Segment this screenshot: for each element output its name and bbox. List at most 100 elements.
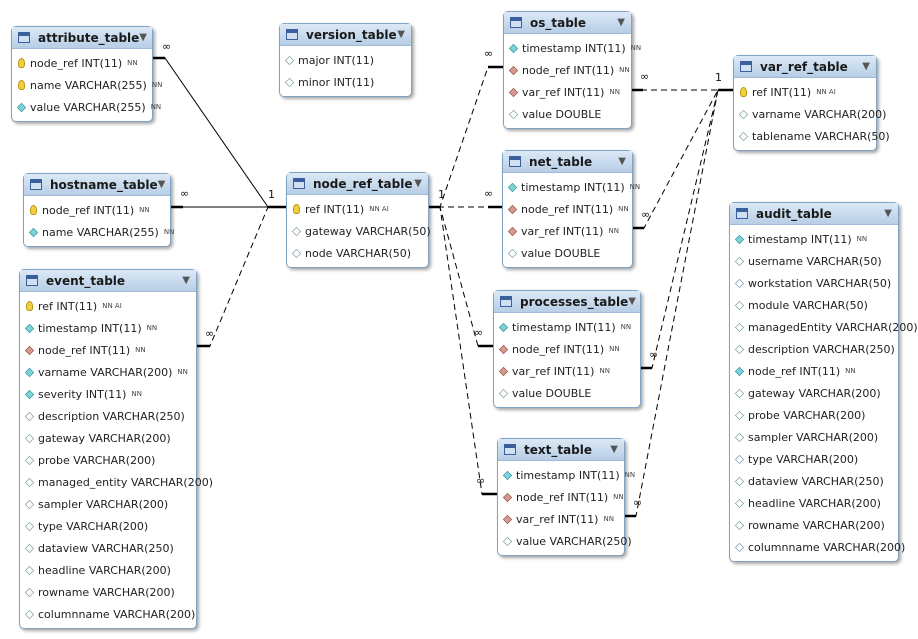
column-row[interactable]: var_ref INT(11)NN	[504, 81, 631, 103]
column-row[interactable]: timestamp INT(11)NN	[20, 317, 196, 339]
column-row[interactable]: node_ref INT(11)NN	[503, 198, 632, 220]
column-row[interactable]: description VARCHAR(250)	[730, 338, 898, 360]
column-row[interactable]: headline VARCHAR(200)	[730, 492, 898, 514]
column-row[interactable]: rowname VARCHAR(200)	[730, 514, 898, 536]
column-row[interactable]: value DOUBLE	[503, 242, 632, 264]
column-row[interactable]: node_ref INT(11)NN	[498, 486, 624, 508]
table-header[interactable]: attribute_table▼	[12, 27, 152, 49]
column-row[interactable]: rowname VARCHAR(200)	[20, 581, 196, 603]
column-row[interactable]: value DOUBLE	[504, 103, 631, 125]
column-row[interactable]: managed_entity VARCHAR(200)	[20, 471, 213, 493]
column-type: INT(11)	[578, 468, 620, 482]
column-row[interactable]: ref INT(11)NN AI	[287, 198, 428, 220]
column-row[interactable]: module VARCHAR(50)	[730, 294, 898, 316]
column-row[interactable]: major INT(11)	[280, 49, 411, 71]
not-null-diamond-icon	[502, 470, 513, 480]
column-row[interactable]: timestamp INT(11)NN	[498, 464, 635, 486]
table-header[interactable]: net_table▼	[503, 151, 632, 173]
table-header[interactable]: hostname_table▼	[24, 174, 170, 196]
column-row[interactable]: node_ref INT(11)NN	[12, 52, 152, 74]
column-row[interactable]: probe VARCHAR(200)	[730, 404, 898, 426]
column-row[interactable]: headline VARCHAR(200)	[20, 559, 196, 581]
column-row[interactable]: columnname VARCHAR(200)	[20, 603, 196, 625]
column-row[interactable]: severity INT(11)NN	[20, 383, 196, 405]
column-row[interactable]: timestamp INT(11)NN	[504, 37, 641, 59]
table-icon	[26, 275, 38, 286]
column-row[interactable]: var_ref INT(11)NN	[498, 508, 624, 530]
column-row[interactable]: managedEntity VARCHAR(200)	[730, 316, 918, 338]
column-row[interactable]: timestamp INT(11)NN	[730, 228, 898, 250]
column-row[interactable]: timestamp INT(11)NN	[503, 176, 640, 198]
column-row[interactable]: sampler VARCHAR(200)	[730, 426, 898, 448]
column-row[interactable]: description VARCHAR(250)	[20, 405, 196, 427]
chevron-down-icon[interactable]: ▼	[610, 444, 618, 455]
table-header[interactable]: os_table▼	[504, 12, 631, 34]
column-row[interactable]: dataview VARCHAR(250)	[730, 470, 898, 492]
chevron-down-icon[interactable]: ▼	[139, 32, 147, 43]
chevron-down-icon[interactable]: ▼	[182, 275, 190, 286]
chevron-down-icon[interactable]: ▼	[397, 29, 405, 40]
column-row[interactable]: ref INT(11)NN AI	[734, 81, 876, 103]
column-flags: NN	[618, 205, 629, 213]
column-row[interactable]: var_ref INT(11)NN	[494, 360, 640, 382]
table-header[interactable]: audit_table▼	[730, 203, 898, 225]
column-row[interactable]: node_ref INT(11)NN	[504, 59, 631, 81]
column-row[interactable]: node_ref INT(11)NN	[20, 339, 196, 361]
column-row[interactable]: probe VARCHAR(200)	[20, 449, 196, 471]
column-row[interactable]: varname VARCHAR(200)	[734, 103, 886, 125]
column-row[interactable]: name VARCHAR(255)NN	[24, 221, 174, 243]
column-row[interactable]: timestamp INT(11)NN	[494, 316, 640, 338]
column-row[interactable]: username VARCHAR(50)	[730, 250, 898, 272]
chevron-down-icon[interactable]: ▼	[617, 17, 625, 28]
column-row[interactable]: columnname VARCHAR(200)	[730, 536, 905, 558]
column-row[interactable]: gateway VARCHAR(50)	[287, 220, 431, 242]
chevron-down-icon[interactable]: ▼	[414, 178, 422, 189]
table-header[interactable]: processes_table▼	[494, 291, 640, 313]
chevron-down-icon[interactable]: ▼	[862, 61, 870, 72]
table-header[interactable]: event_table▼	[20, 270, 196, 292]
column-row[interactable]: node_ref INT(11)NN	[494, 338, 640, 360]
table-version-table[interactable]: version_table▼major INT(11)minor INT(11)	[279, 23, 412, 97]
table-header[interactable]: node_ref_table▼	[287, 173, 428, 195]
column-diamond-icon	[734, 498, 745, 508]
column-row[interactable]: minor INT(11)	[280, 71, 411, 93]
column-row[interactable]: varname VARCHAR(200)NN	[20, 361, 196, 383]
column-row[interactable]: dataview VARCHAR(250)	[20, 537, 196, 559]
column-name: rowname	[38, 585, 90, 599]
chevron-down-icon[interactable]: ▼	[884, 208, 892, 219]
chevron-down-icon[interactable]: ▼	[157, 179, 166, 190]
cardinality-many: ∞	[640, 70, 650, 83]
column-row[interactable]: var_ref INT(11)NN	[503, 220, 632, 242]
column-row[interactable]: value VARCHAR(255)NN	[12, 96, 161, 118]
column-row[interactable]: value DOUBLE	[494, 382, 640, 404]
column-row[interactable]: node_ref INT(11)NN	[24, 199, 170, 221]
column-row[interactable]: gateway VARCHAR(200)	[20, 427, 196, 449]
column-row[interactable]: value VARCHAR(250)	[498, 530, 632, 552]
chevron-down-icon[interactable]: ▼	[618, 156, 626, 167]
column-row[interactable]: ref INT(11)NN AI	[20, 295, 196, 317]
table-header[interactable]: version_table▼	[280, 24, 411, 46]
column-row[interactable]: type VARCHAR(200)	[20, 515, 196, 537]
column-row[interactable]: gateway VARCHAR(200)	[730, 382, 898, 404]
table-header[interactable]: var_ref_table▼	[734, 56, 876, 78]
column-row[interactable]: name VARCHAR(255)NN	[12, 74, 162, 96]
column-row[interactable]: type VARCHAR(200)	[730, 448, 898, 470]
column-row[interactable]: node VARCHAR(50)	[287, 242, 428, 264]
column-name: var_ref	[521, 224, 560, 238]
chevron-down-icon[interactable]: ▼	[628, 296, 636, 307]
column-row[interactable]: workstation VARCHAR(50)	[730, 272, 898, 294]
column-row[interactable]: node_ref INT(11)NN	[730, 360, 898, 382]
table-header[interactable]: text_table▼	[498, 439, 624, 461]
column-row[interactable]: tablename VARCHAR(50)	[734, 125, 890, 147]
column-row[interactable]: sampler VARCHAR(200)	[20, 493, 196, 515]
